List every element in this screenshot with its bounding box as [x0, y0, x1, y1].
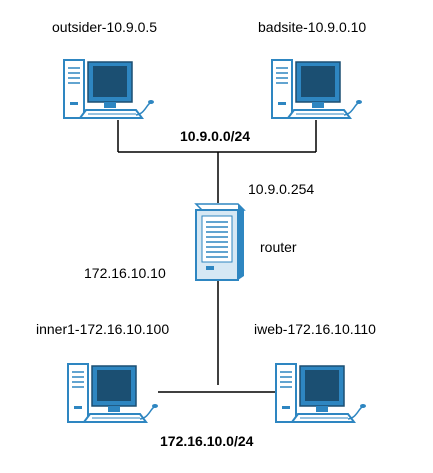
bottom-network-label: 172.16.10.0/24: [160, 433, 254, 449]
outsider-host-label: outsider-10.9.0.5: [52, 19, 158, 35]
outsider-computer-icon: [63, 59, 154, 119]
inner1-computer-icon: [67, 363, 158, 423]
iweb-host-label: iweb-172.16.10.110: [254, 321, 376, 337]
iweb-computer-icon: [275, 363, 366, 423]
router-outer-ip-label: 10.9.0.254: [248, 181, 315, 197]
badsite-host-label: badsite-10.9.0.10: [258, 19, 367, 35]
badsite-computer-icon: [271, 59, 362, 119]
router-label: router: [260, 239, 297, 255]
inner1-host-label: inner1-172.16.10.100: [36, 321, 170, 337]
router-inner-ip-label: 172.16.10.10: [84, 265, 166, 281]
top-network-label: 10.9.0.0/24: [180, 128, 251, 144]
router-icon: [194, 203, 246, 281]
